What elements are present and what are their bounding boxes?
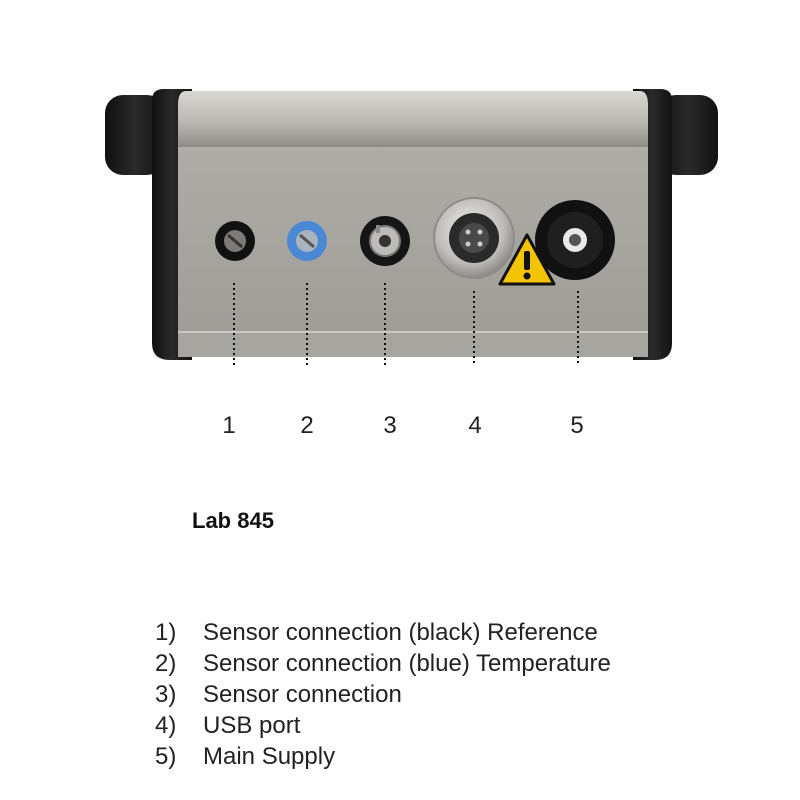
callout-4: 4: [468, 412, 482, 439]
legend-text: USB port: [203, 712, 301, 739]
legend-number: 5): [155, 743, 177, 770]
legend-text: Main Supply: [203, 743, 336, 770]
callout-1: 1: [222, 412, 236, 439]
black-socket-icon: [215, 221, 255, 261]
device-rear-panel: [105, 89, 718, 365]
legend-item: 4) USB port: [155, 710, 611, 741]
legend-text: Sensor connection (black) Reference: [203, 619, 598, 646]
legend-item: 3) Sensor connection: [155, 679, 611, 710]
housing-top: [178, 91, 648, 147]
connector-legend: 1) Sensor connection (black) Reference 2…: [155, 617, 611, 772]
left-handle: [105, 95, 165, 175]
legend-item: 2) Sensor connection (blue) Temperature: [155, 648, 611, 679]
callout-2: 2: [300, 412, 314, 439]
usb-port-icon: [433, 197, 515, 279]
legend-text: Sensor connection (blue) Temperature: [203, 650, 611, 677]
legend-number: 3): [155, 681, 177, 708]
blue-socket-icon: [287, 221, 327, 261]
callout-3: 3: [383, 412, 397, 439]
legend-item: 1) Sensor connection (black) Reference: [155, 617, 611, 648]
bnc-socket-icon: [360, 216, 410, 266]
legend-number: 4): [155, 712, 177, 739]
power-socket-icon: [535, 200, 615, 280]
legend-number: 1): [155, 619, 177, 646]
legend-text: Sensor connection: [203, 681, 402, 708]
bottom-seam: [178, 331, 648, 333]
legend-item: 5) Main Supply: [155, 741, 611, 772]
callout-5: 5: [570, 412, 584, 439]
model-title: Lab 845: [192, 508, 274, 533]
legend-number: 2): [155, 650, 177, 677]
leader-lines: [233, 283, 579, 365]
right-handle: [658, 95, 718, 175]
